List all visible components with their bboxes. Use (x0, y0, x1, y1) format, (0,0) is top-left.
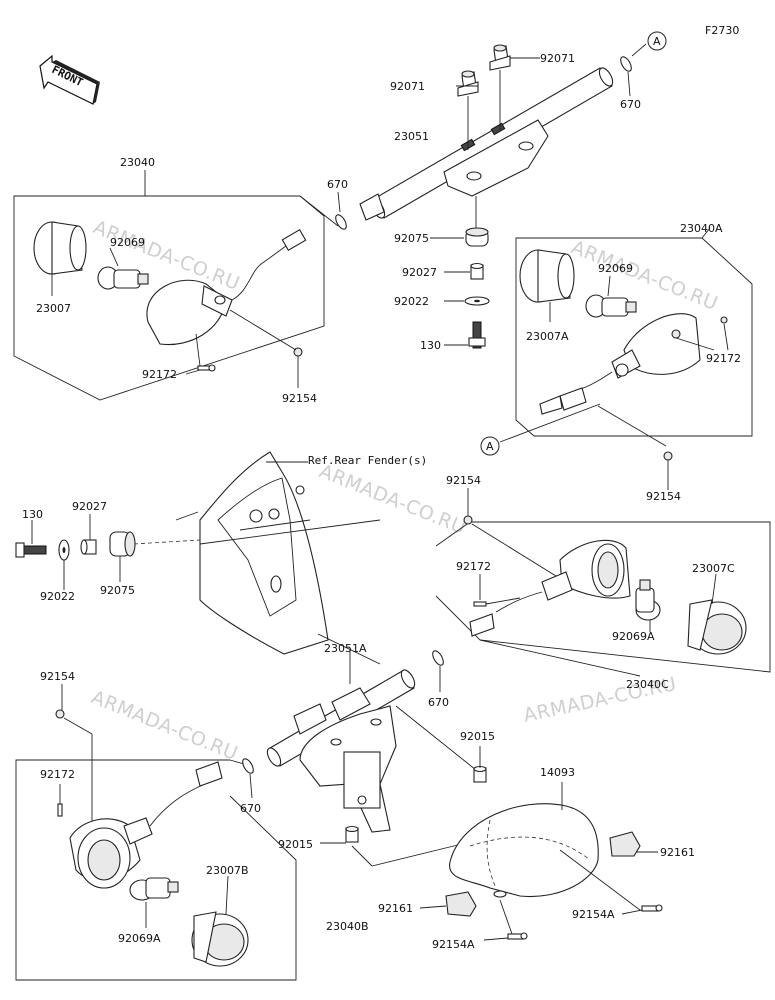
label-670-c: 670 (428, 696, 449, 709)
o-ring-670-top (620, 56, 632, 72)
label-92071-a: 92071 (390, 80, 425, 93)
turn-signal-housing-A (539, 313, 701, 415)
rear-fender-ref (175, 451, 329, 655)
grommet-92015-b (345, 825, 359, 843)
label-670-a: 670 (327, 178, 348, 191)
figure-code: F2730 (705, 24, 739, 37)
label-670-d: 670 (240, 802, 261, 815)
label-92015-a: 92015 (460, 730, 495, 743)
front-arrow-icon: FRONT (39, 54, 100, 105)
label-92069-A: 92069 (598, 262, 633, 275)
label-92172-A: 92172 (706, 352, 741, 365)
collar-92027 (470, 262, 484, 280)
turn-signal-housing (146, 229, 307, 346)
label-92154A-b: 92154A (432, 938, 475, 951)
label-92161-b: 92161 (378, 902, 413, 915)
pad-92161-a (609, 831, 641, 857)
screw-92154A-b (507, 932, 528, 940)
bolt-130 (468, 321, 486, 349)
cover-14093 (449, 803, 599, 898)
label-92069A-C: 92069A (612, 630, 655, 643)
lens-23007C (687, 599, 747, 655)
label-92071-b: 92071 (540, 52, 575, 65)
label-92027: 92027 (402, 266, 437, 279)
watermark: ARMADA-CO.RU (316, 460, 469, 539)
o-ring-670-left (335, 214, 347, 230)
label-92154A-a: 92154A (572, 908, 615, 921)
label-92154: 92154 (282, 392, 317, 405)
group-box-23040B (15, 759, 297, 981)
washer-92022 (464, 296, 490, 306)
label-23040A: 23040A (680, 222, 723, 235)
o-ring-670-c (432, 650, 444, 666)
label-92027-L: 92027 (72, 500, 107, 513)
bulb-92069 (97, 266, 149, 290)
grommet-92071-b (489, 44, 511, 71)
screw-92172 (197, 364, 216, 372)
label-92154-C: 92154 (446, 474, 481, 487)
label-92075: 92075 (394, 232, 429, 245)
label-92172-B: 92172 (40, 768, 75, 781)
label-23007B: 23007B (206, 864, 249, 877)
ref-note: Ref.Rear Fender(s) (308, 454, 427, 467)
label-130-L: 130 (22, 508, 43, 521)
bushing-92075 (465, 227, 489, 247)
label-23051: 23051 (394, 130, 429, 143)
label-23040: 23040 (120, 156, 155, 169)
label-23051A: 23051A (324, 642, 367, 655)
callout-a-top (647, 31, 667, 51)
bolt-130-L (15, 542, 47, 558)
bulb-92069A-B (129, 877, 179, 901)
label-130: 130 (420, 339, 441, 352)
label-92022-L: 92022 (40, 590, 75, 603)
label-92161-a: 92161 (660, 846, 695, 859)
pad-92161-b (445, 891, 477, 917)
lens-23007 (33, 221, 87, 275)
lens-23007A (519, 249, 575, 303)
washer-92022-L (58, 539, 70, 561)
label-92075-L: 92075 (100, 584, 135, 597)
label-92022: 92022 (394, 295, 429, 308)
label-23007A: 23007A (526, 330, 569, 343)
part-labels: 23040 23007 92069 92172 92154 670 92071 … (22, 52, 741, 951)
label-92154-A: 92154 (646, 490, 681, 503)
bushing-92075-L (109, 531, 136, 557)
label-23040C: 23040C (626, 678, 669, 691)
label-92015-b: 92015 (278, 838, 313, 851)
screw-92154-B (55, 709, 65, 719)
o-ring-670-d (242, 758, 254, 774)
callout-letter: A (653, 35, 661, 48)
screw-92154-C (463, 515, 473, 525)
screw-92154A-a (641, 904, 663, 912)
collar-92027-L (80, 539, 97, 555)
shaft-23051 (359, 67, 614, 221)
lens-23007B (191, 911, 249, 967)
label-23007C: 23007C (692, 562, 735, 575)
label-92069: 92069 (110, 236, 145, 249)
grommet-92071-a (457, 70, 479, 97)
screw-92172-C (473, 601, 487, 607)
watermark: ARMADA-CO.RU (88, 686, 241, 765)
screw-92172-B (57, 803, 63, 817)
turn-signal-housing-C (469, 539, 631, 637)
group-box-23040A (515, 237, 753, 437)
label-92069A-B: 92069A (118, 932, 161, 945)
bulb-92069A-C (635, 579, 661, 621)
label-670-b: 670 (620, 98, 641, 111)
bulb-92069-A (585, 294, 637, 318)
label-14093: 14093 (540, 766, 575, 779)
label-92154-B: 92154 (40, 670, 75, 683)
label-92172-C: 92172 (456, 560, 491, 573)
screw-92154-A (663, 451, 673, 461)
label-23007: 23007 (36, 302, 71, 315)
turn-signal-housing-B (69, 761, 223, 889)
label-92172: 92172 (142, 368, 177, 381)
grommet-92015-a (473, 765, 487, 783)
callout-a-lower (480, 436, 500, 456)
screw-92172-A (671, 329, 681, 339)
label-23040B: 23040B (326, 920, 369, 933)
shaft-23051A (266, 669, 416, 833)
callout-letter: A (486, 440, 494, 453)
